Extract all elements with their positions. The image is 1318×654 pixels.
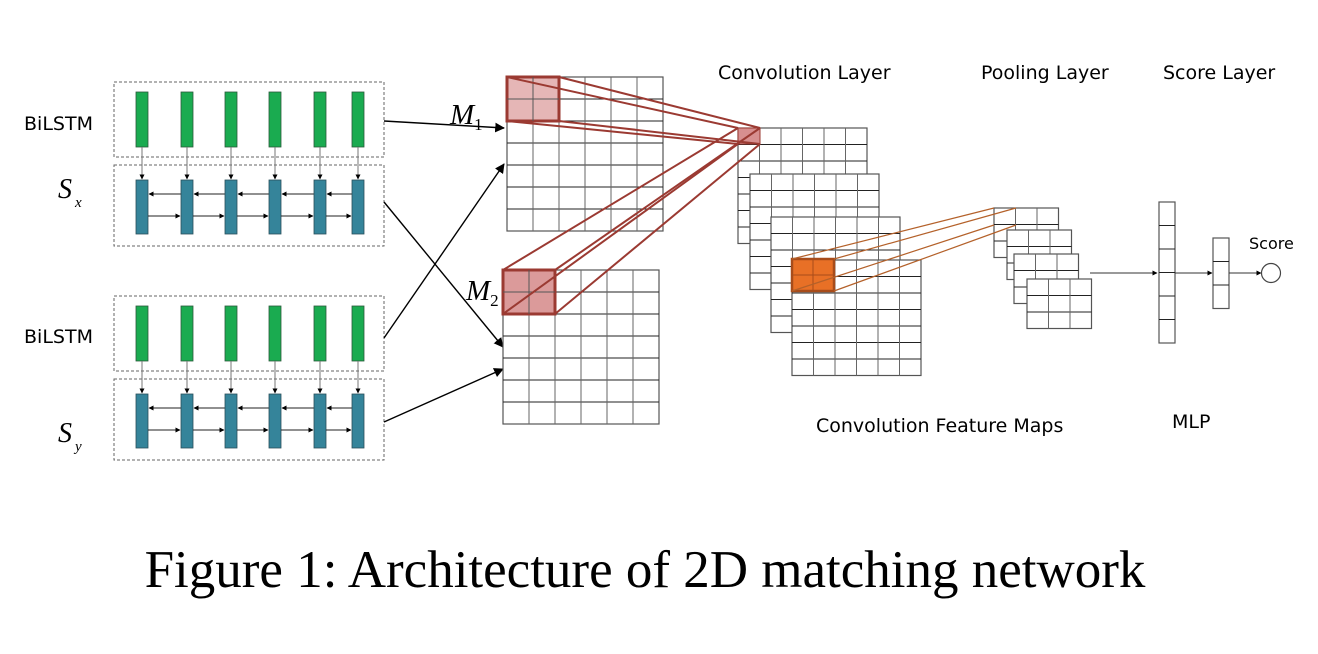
bilstm-cell [313, 91, 327, 148]
input-encoders [113, 81, 385, 461]
bilstm-cell [224, 91, 238, 148]
score-label: Score [1249, 234, 1294, 253]
connector-arrow [383, 163, 505, 339]
state-cell [135, 393, 149, 449]
score-node [1260, 262, 1282, 284]
mlp-hidden-layer [1158, 201, 1176, 344]
state-cell [224, 179, 238, 235]
pooling-projection-line [791, 224, 995, 292]
matrix-label-m1: M1 [449, 99, 483, 134]
state-cell [224, 393, 238, 449]
bilstm-label-x: BiLSTM [24, 113, 93, 135]
state-cell [135, 179, 149, 235]
pooling-projection-line [791, 207, 995, 260]
matching-connectors [383, 120, 505, 423]
bilstm-cell [268, 91, 282, 148]
window-projection-line [558, 76, 761, 129]
state-cell [313, 179, 327, 235]
bilstm-cell [351, 305, 365, 362]
state-cell [180, 393, 194, 449]
feature-maps-label: Convolution Feature Maps [816, 415, 1063, 437]
window-projection-line [502, 143, 739, 315]
state-cell [313, 393, 327, 449]
projection-lines [502, 76, 1017, 315]
pooled-map [1026, 278, 1093, 330]
bilstm-cell [180, 305, 194, 362]
state-cell [351, 393, 365, 449]
connector-arrow [383, 201, 504, 348]
state-cell [351, 179, 365, 235]
state-dashed-box [113, 164, 385, 247]
bilstm-dashed-box [113, 295, 385, 372]
matrix-window-1 [505, 75, 561, 123]
state-cell [180, 179, 194, 235]
window-projection-line [558, 120, 761, 145]
pooling-maps [993, 207, 1158, 330]
figure-caption: Figure 1: Architecture of 2D matching ne… [144, 541, 1146, 599]
pooling-projection-line [833, 207, 1017, 260]
bilstm-cell [313, 305, 327, 362]
bilstm-cell [351, 91, 365, 148]
mlp-output-frame [1212, 237, 1230, 310]
input-block-y [113, 295, 385, 461]
bilstm-cell [268, 305, 282, 362]
pooling-projection-line [833, 224, 1017, 292]
window-projection-line [506, 120, 739, 145]
convolution-layer-label: Convolution Layer [718, 62, 891, 84]
matrix-label-m2: M2 [465, 275, 499, 310]
pooled-map-frame [1026, 278, 1093, 330]
window-projection-line [554, 143, 761, 315]
score-layer-label: Score Layer [1163, 62, 1275, 84]
mlp-output-layer [1212, 237, 1230, 310]
bilstm-cell [135, 305, 149, 362]
bilstm-cell [224, 305, 238, 362]
convolution-feature-maps [737, 127, 922, 377]
connector-arrow [383, 120, 505, 133]
bilstm-cell [180, 91, 194, 148]
bilstm-dashed-box [113, 81, 385, 158]
input-block-x [113, 81, 385, 247]
state-cell [268, 393, 282, 449]
bilstm-cell [135, 91, 149, 148]
mlp-layers [1158, 201, 1282, 344]
window-projection-line [502, 127, 739, 271]
state-cell [268, 179, 282, 235]
state-dashed-box [113, 378, 385, 461]
window-projection-line [506, 76, 739, 129]
connector-arrow [383, 368, 504, 423]
mlp-label: MLP [1172, 411, 1210, 433]
bilstm-label-y: BiLSTM [24, 326, 93, 348]
pooling-layer-label: Pooling Layer [981, 62, 1109, 84]
